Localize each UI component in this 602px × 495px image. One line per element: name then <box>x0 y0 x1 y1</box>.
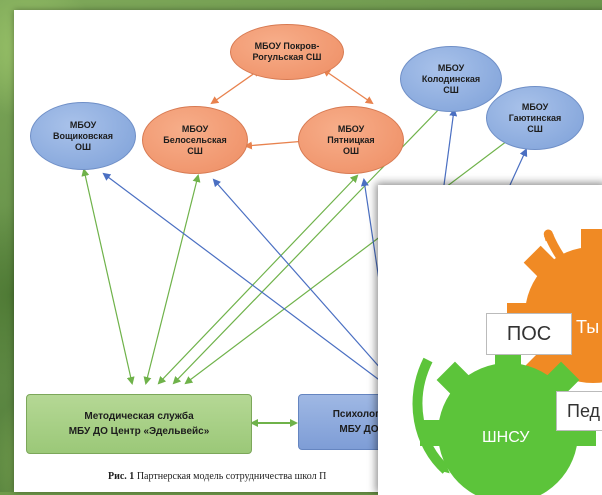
node-voshchikovo-line2: Вощиковская <box>52 130 114 141</box>
figure-caption-text: Партнерская модель сотрудничества школ П <box>134 471 327 482</box>
arrow-blue-beloselskaya <box>212 178 383 371</box>
arrow-green-gayutinskaya <box>184 136 513 385</box>
arrow-blue-kolodinskaya <box>443 108 458 186</box>
node-pokrov-line2: Рогульская СШ <box>252 52 322 62</box>
node-kolodinskaya: МБОУ Колодинская СШ <box>400 46 502 112</box>
node-gayutinskaya-line1: МБОУ <box>521 101 549 112</box>
node-beloselskaya: МБОУ Белосельская СШ <box>142 106 248 174</box>
node-kolodinskaya-line1: МБОУ <box>437 62 465 73</box>
node-beloselskaya-line3: СШ <box>187 145 203 156</box>
label-shnsu-text: ШНСУ <box>482 429 530 446</box>
node-kolodinskaya-line2: Колодинская <box>421 73 481 84</box>
psych-service-line1: Психолого <box>332 409 386 420</box>
label-orange-gear: Ты <box>576 317 599 338</box>
node-voshchikovo: МБОУ Вощиковская ОШ <box>30 102 136 170</box>
node-beloselskaya-line1: МБОУ <box>181 123 209 134</box>
label-ped-text: Пед <box>567 400 601 421</box>
node-pyatnitskaya-line1: МБОУ <box>337 123 365 134</box>
figure-caption: Рис. 1 Партнерская модель сотрудничества… <box>108 471 326 482</box>
label-pos: ПОС <box>486 313 572 355</box>
arrow-pokrov-beloselskaya <box>210 68 261 105</box>
arrow-beloselskaya-pyatnitskaya <box>244 137 308 150</box>
gears-illustration-window: ПОС Ты Пед ШНСУ <box>378 185 602 495</box>
methodical-service-line1: Методическая служба <box>84 411 194 422</box>
node-kolodinskaya-line3: СШ <box>443 84 459 95</box>
arrow-pokrov-pyatnitskaya <box>322 68 374 105</box>
node-pokrov-rogulskaya: МБОУ Покров- Рогульская СШ <box>230 24 344 80</box>
node-pyatnitskaya-line2: Пятницкая <box>327 134 375 145</box>
node-gayutinskaya-line2: Гаютинская <box>508 112 562 123</box>
arrow-green-pyatnitskaya <box>157 174 359 385</box>
node-voshchikovo-line1: МБОУ <box>69 119 97 130</box>
arrow-blue-gayutinskaya <box>509 148 528 186</box>
node-pyatnitskaya-line3: ОШ <box>342 145 360 156</box>
connector-arrows <box>81 68 528 427</box>
methodical-service-line2: МБУ ДО Центр «Эдельвейс» <box>68 426 210 437</box>
arrow-green-beloselskaya <box>143 174 201 385</box>
node-gayutinskaya-line3: СШ <box>527 123 543 134</box>
label-pos-text: ПОС <box>506 322 552 345</box>
node-beloselskaya-line2: Белосельская <box>163 134 227 145</box>
node-voshchikovo-line3: ОШ <box>74 141 92 152</box>
psych-service-line2: МБУ ДО <box>339 424 379 435</box>
methodical-service-box: Методическая служба МБУ ДО Центр «Эдельв… <box>26 394 252 454</box>
arrow-blue-voshchikovo <box>102 172 383 383</box>
arrow-green-voshchikovo <box>81 168 135 385</box>
node-pokrov-line1: МБОУ Покров- <box>254 41 320 51</box>
green-curved-arrow-icon <box>412 357 450 474</box>
node-gayutinskaya: МБОУ Гаютинская СШ <box>486 86 584 150</box>
orange-curved-arrow-icon <box>543 229 570 268</box>
figure-caption-label: Рис. 1 <box>108 471 135 482</box>
label-orange-gear-text: Ты <box>576 317 600 337</box>
label-ped: Пед <box>556 391 602 431</box>
green-gear-icon <box>420 345 596 495</box>
node-pyatnitskaya: МБОУ Пятницкая ОШ <box>298 106 404 174</box>
label-shnsu: ШНСУ <box>482 429 529 447</box>
